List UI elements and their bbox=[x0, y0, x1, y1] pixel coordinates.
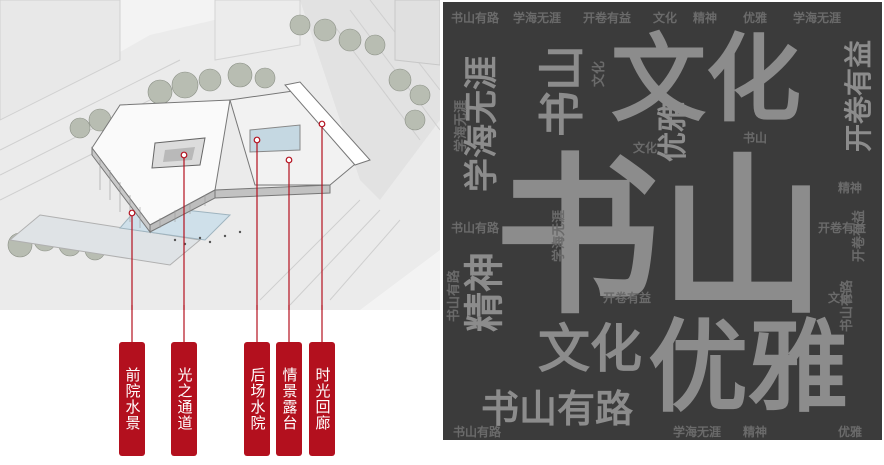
cloud-word-culture-top: 文化 bbox=[611, 25, 801, 135]
cloud-small-7: 学海无涯 bbox=[793, 10, 841, 25]
cloud-small-12: 精神 bbox=[743, 424, 767, 439]
callout-scene-terrace: 情景露台 bbox=[276, 342, 302, 456]
cloud-small-8: 书山有路 bbox=[451, 220, 500, 235]
building-illustration bbox=[0, 0, 440, 310]
callout-front-water: 前院水景 bbox=[119, 342, 145, 456]
cloud-small-18: 开卷有益 bbox=[603, 290, 651, 305]
cloud-word-open: 开卷有益 bbox=[842, 40, 875, 152]
word-cloud: 书山 文化 优雅 文化 书山有路 精神 学海无涯 书山 开卷有益 优雅 书山有路… bbox=[443, 2, 882, 440]
cloud-small-5: 精神 bbox=[693, 10, 717, 25]
cloud-small-17: 精神 bbox=[838, 180, 862, 195]
cloud-word-elegant: 优雅 bbox=[648, 309, 848, 426]
cloud-small-11: 学海无涯 bbox=[673, 424, 721, 439]
cloud-small-v3: 开卷有益 bbox=[851, 210, 867, 262]
cloud-small-6: 优雅 bbox=[743, 10, 767, 25]
architecture-panel: 前院水景 光之通道 后场水院 情景露台 时光回廊 bbox=[0, 0, 440, 465]
cloud-small-14: 优雅 bbox=[838, 424, 862, 439]
cloud-small-2: 学海无涯 bbox=[513, 10, 561, 25]
cloud-word-path: 书山有路 bbox=[481, 387, 634, 431]
cloud-small-v4: 书山有路 bbox=[839, 279, 855, 332]
cloud-small-15: 书山 bbox=[743, 130, 767, 145]
cloud-small-10: 文化 bbox=[828, 290, 852, 305]
cloud-word-culture-low: 文化 bbox=[538, 320, 642, 380]
cloud-small-4: 文化 bbox=[653, 10, 677, 25]
cloud-small-13: 书山有路 bbox=[453, 424, 502, 439]
cloud-small-1: 书山有路 bbox=[451, 10, 500, 25]
cloud-small-16: 文化 bbox=[633, 140, 657, 155]
cloud-word-big: 书山 bbox=[495, 137, 825, 338]
callout-rear-water: 后场水院 bbox=[244, 342, 270, 456]
cloud-small-9: 开卷有益 bbox=[818, 220, 866, 235]
callout-time-corridor: 时光回廊 bbox=[309, 342, 335, 456]
cloud-small-v5: 学海无涯 bbox=[551, 210, 567, 262]
cloud-word-sea: 学海无涯 bbox=[462, 56, 502, 192]
cloud-small-v6: 文化 bbox=[591, 61, 607, 87]
callout-light-passage: 光之通道 bbox=[171, 342, 197, 456]
callout-leaders bbox=[131, 305, 323, 345]
cloud-word-spirit-big: 精神 bbox=[462, 252, 508, 332]
cloud-small-v1: 书山有路 bbox=[446, 269, 462, 322]
cloud-small-v2: 学海无涯 bbox=[453, 100, 469, 152]
cloud-word-elegant-mid: 优雅 bbox=[656, 102, 691, 162]
cloud-word-shushan-rot: 书山 bbox=[535, 45, 589, 137]
cloud-small-3: 开卷有益 bbox=[583, 10, 631, 25]
